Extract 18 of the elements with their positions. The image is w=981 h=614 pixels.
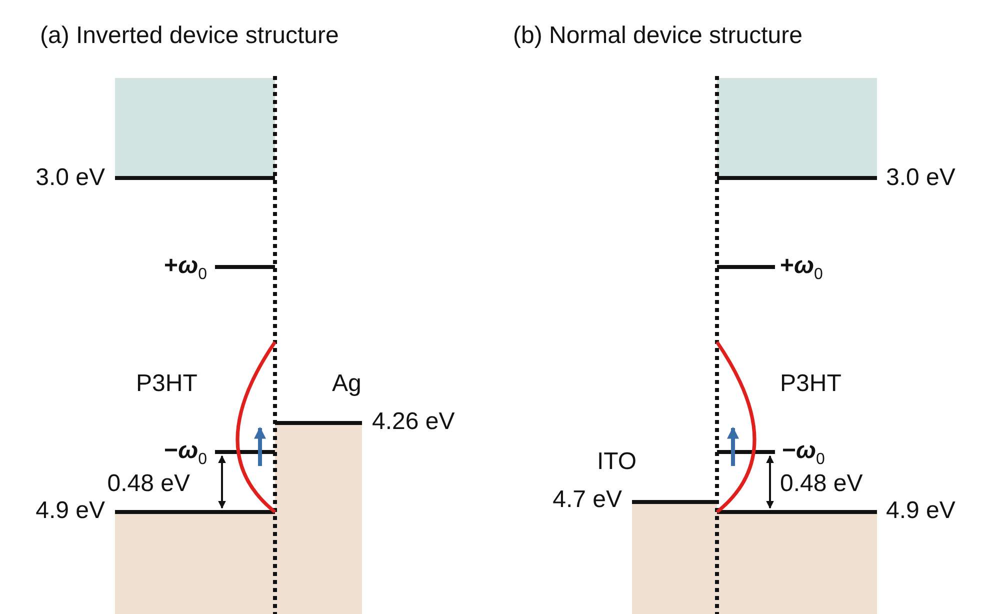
- level-label: −ω$_{0}$: [782, 437, 825, 470]
- material-label: Ag: [332, 370, 362, 398]
- energy-value: 4.9 eV: [36, 497, 105, 525]
- energy-value: 3.0 eV: [36, 164, 105, 192]
- energy-value: 4.7 eV: [552, 486, 622, 514]
- level-label: +ω$_{0}$: [164, 252, 207, 285]
- gap-value: 0.48 eV: [107, 470, 190, 498]
- level-label: −ω$_{0}$: [164, 437, 207, 470]
- energy-value: 3.0 eV: [886, 164, 956, 192]
- energy-value: 4.9 eV: [886, 497, 956, 525]
- panel-title: (b) Normal device structure: [513, 22, 802, 50]
- gap-value: 0.48 eV: [780, 470, 863, 498]
- level-label: +ω$_{0}$: [780, 252, 823, 285]
- energy-value: 4.26 eV: [372, 408, 455, 436]
- panel-title: (a) Inverted device structure: [40, 22, 339, 50]
- material-label: P3HT: [136, 370, 198, 398]
- material-label: P3HT: [780, 370, 842, 398]
- material-label: ITO: [597, 448, 637, 476]
